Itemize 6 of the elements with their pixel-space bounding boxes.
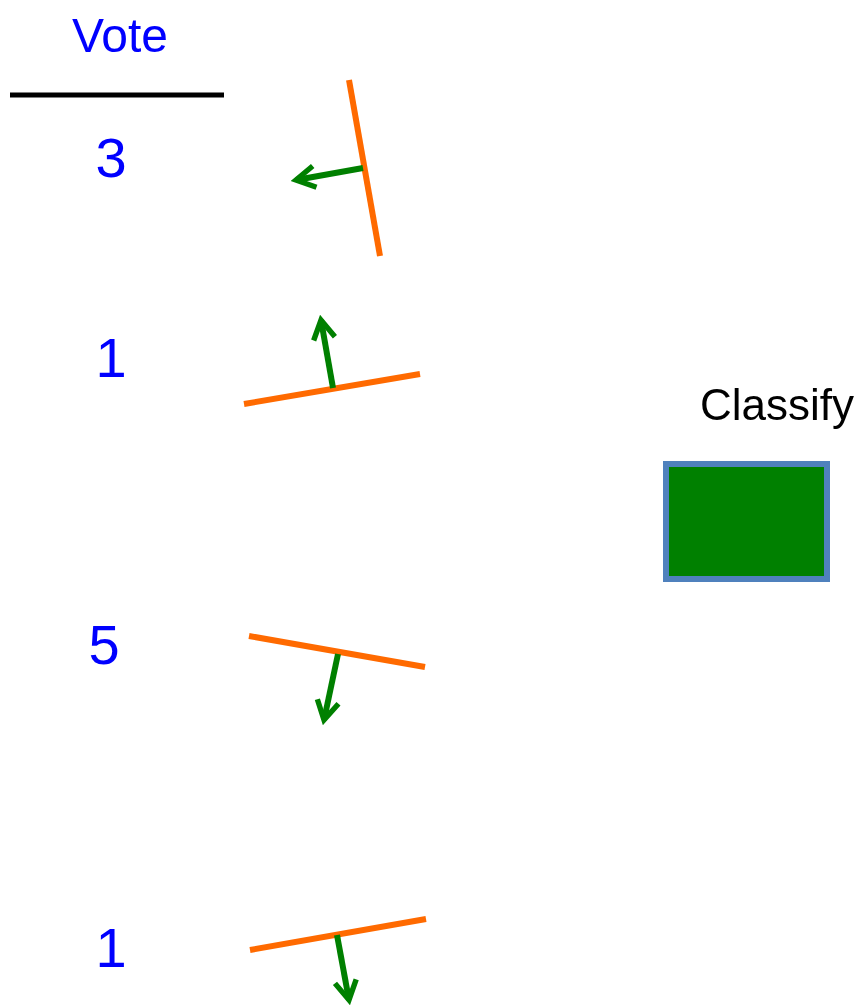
vote-count: 1 xyxy=(95,330,127,386)
column-heading: Vote xyxy=(71,12,169,60)
vote-count: 5 xyxy=(88,617,120,673)
box-heading: Classify xyxy=(699,383,854,427)
vote-count: 1 xyxy=(95,920,127,976)
vote-count: 3 xyxy=(95,130,127,186)
